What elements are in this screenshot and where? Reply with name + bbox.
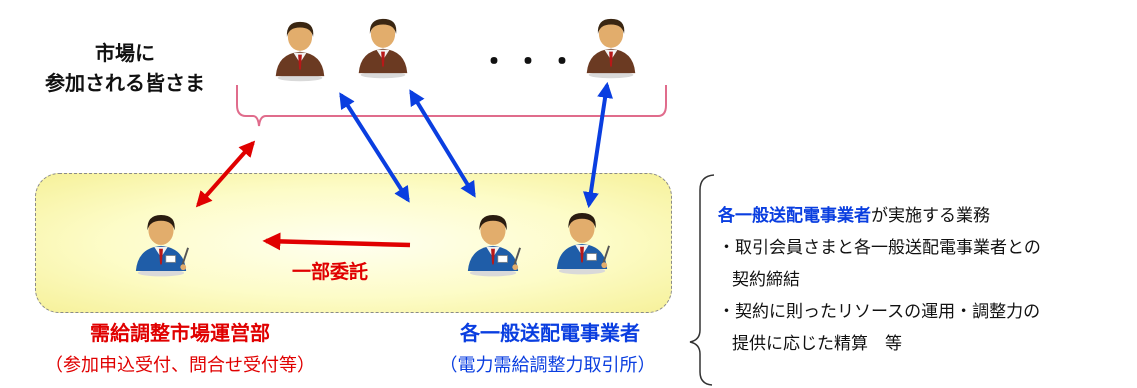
- duty-item: ・契約に則ったリソースの運用・調整力の: [718, 302, 1041, 322]
- blue-bidirectional-arrow: [339, 92, 410, 203]
- blue-bidirectional-arrow: [582, 81, 614, 209]
- person-brown-suit-icon: [275, 21, 325, 82]
- person-blue-suit-icon: [134, 213, 190, 278]
- tso-name: 各一般送配電事業者: [460, 321, 640, 345]
- duties-title: 各一般送配電事業者が実施する業務: [718, 200, 1128, 232]
- duty-item-continued: 契約締結: [732, 270, 800, 290]
- person-blue-suit-icon: [555, 211, 611, 276]
- market-label-line2: 参加される皆さま: [45, 71, 205, 95]
- consignment-arrow: [262, 232, 411, 251]
- operator-subtitle: （参加申込受付、問合せ受付等）: [45, 355, 315, 376]
- duties-brace: [689, 174, 715, 386]
- duties-text: 各一般送配電事業者が実施する業務 ・取引会員さまと各一般送配電事業者との 契約締…: [718, 200, 1128, 360]
- duty-item-continued: 提供に応じた精算 等: [732, 334, 902, 354]
- ellipsis: ・・・: [480, 45, 583, 78]
- duties-title-rest: が実施する業務: [871, 206, 990, 226]
- duties-title-blue: 各一般送配電事業者: [718, 206, 871, 226]
- market-label-line1: 市場に: [95, 41, 155, 65]
- blue-bidirectional-arrow: [409, 89, 476, 198]
- duty-item: ・取引会員さまと各一般送配電事業者との: [718, 238, 1041, 258]
- red-bidirectional-arrow: [195, 140, 256, 208]
- person-brown-suit-icon: [358, 18, 408, 79]
- person-brown-suit-icon: [586, 18, 636, 79]
- person-blue-suit-icon: [466, 213, 522, 278]
- market-participants-label: 市場に 参加される皆さま: [20, 38, 230, 98]
- consignment-label: 一部委託: [292, 261, 369, 283]
- tso-subtitle: （電力需給調整力取引所）: [439, 355, 656, 376]
- participants-bracket: [236, 85, 667, 127]
- operator-name: 需給調整市場運営部: [90, 321, 270, 345]
